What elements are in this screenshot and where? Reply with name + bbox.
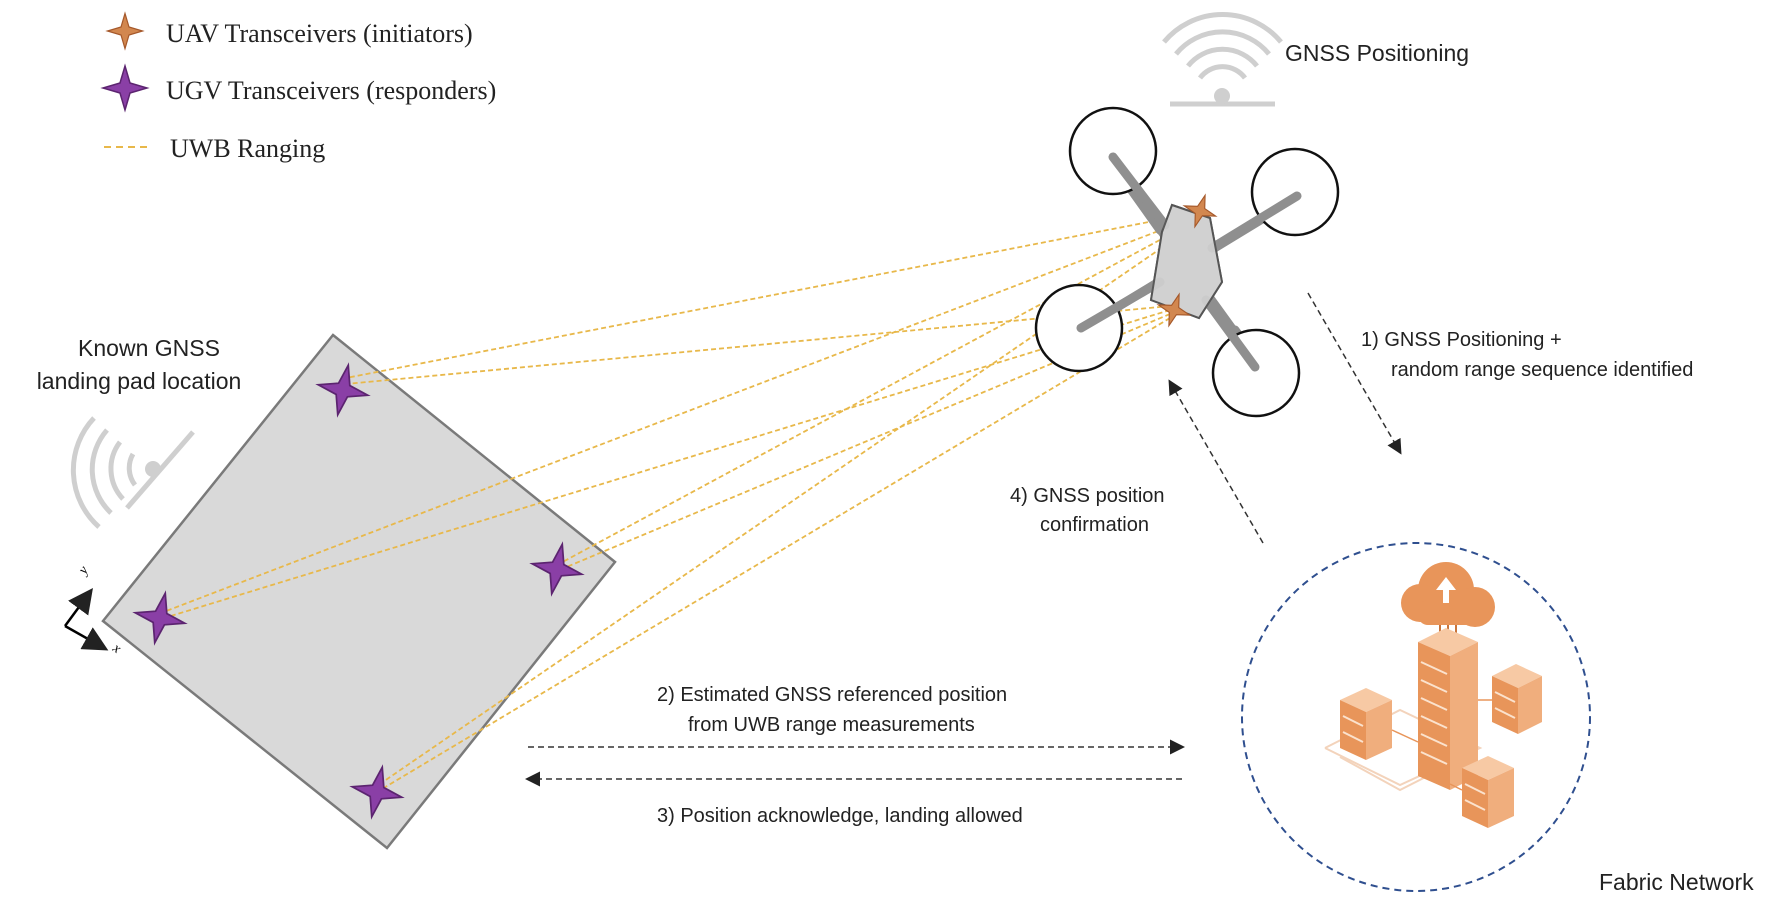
landing-pad-gnss-icon (70, 416, 195, 529)
axes-indicator (63, 587, 109, 651)
step4-label-line2: confirmation (1040, 514, 1149, 536)
rotor-front-left (1068, 106, 1158, 196)
legend: UAV Transceivers (initiators) UGV Transc… (102, 12, 496, 163)
step2-label-line1: 2) Estimated GNSS referenced position (657, 684, 1007, 706)
uwb-ranging-lines (160, 212, 1196, 793)
gnss-signal-icon (1162, 12, 1283, 107)
axis-y-label: y (75, 563, 92, 579)
step1-label-line1: 1) GNSS Positioning + (1361, 329, 1562, 351)
landing-pad-label-line2: landing pad location (37, 368, 242, 394)
step1-arrow (1307, 292, 1402, 455)
legend-uwb-label: UWB Ranging (170, 134, 325, 163)
landing-pad-label-line1: Known GNSS (78, 335, 220, 361)
legend-uav-label: UAV Transceivers (initiators) (166, 19, 473, 48)
fabric-network-servers-icon (1324, 562, 1542, 828)
step4-arrow (1168, 379, 1264, 544)
gnss-positioning-label: GNSS Positioning (1285, 40, 1469, 66)
step2-label-line2: from UWB range measurements (688, 714, 975, 736)
fabric-network-boundary (1241, 542, 1591, 892)
step3-label: 3) Position acknowledge, landing allowed (657, 805, 1023, 827)
legend-ugv-label: UGV Transceivers (responders) (166, 76, 496, 105)
rotor-rear-right (1211, 328, 1301, 418)
ugv-transceiver-legend-icon (102, 65, 148, 111)
landing-pad (101, 333, 617, 850)
uav-drone (1034, 106, 1340, 418)
step4-label-line1: 4) GNSS position (1010, 485, 1165, 507)
step1-label-line2: random range sequence identified (1391, 359, 1693, 381)
fabric-network-label: Fabric Network (1599, 869, 1754, 895)
axis-x-label: x (109, 640, 124, 657)
uav-transceiver-legend-icon (106, 12, 144, 50)
